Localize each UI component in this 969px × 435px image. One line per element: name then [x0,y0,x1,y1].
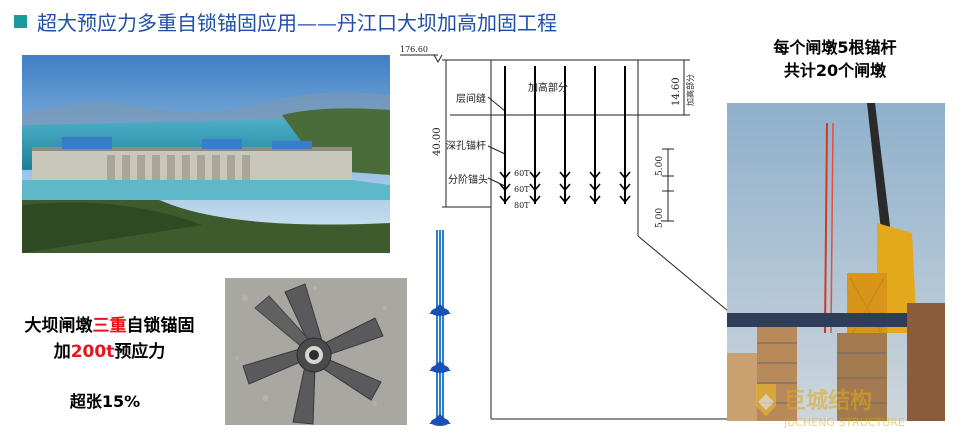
anchor-head-photo [225,278,407,425]
anchor-rod-model [429,230,451,426]
raised-section-label: 加高部分 [528,81,568,94]
raised-section-side-label: 加高部分 [685,74,695,106]
caption-emphasis: 三重 [92,316,127,336]
step-dimension-label-1: 5.00 [655,156,665,176]
prestress-line: 加200t预应力 [2,339,217,365]
step-dimension-label-2: 5.00 [655,208,665,228]
prestress-caption: 大坝闸墩三重自锁锚固 加200t预应力 [2,313,217,365]
caption-text: 加 [53,342,71,362]
caption-text: 预应力 [114,342,166,362]
tonnage-label-2: 60T [514,185,530,194]
title-row: 超大预应力多重自锁锚固应用——丹江口大坝加高加固工程 [14,6,557,36]
over-tension-text: 超张15% [69,392,141,411]
dam-photo [22,55,390,253]
pier-anchor-caption: 每个闸墩5根锚杆 共计20个闸墩 [730,36,940,82]
stepped-anchor-head-label: 分阶锚头 [448,173,488,186]
page-title: 超大预应力多重自锁锚固应用——丹江口大坝加高加固工程 [37,10,557,35]
triple-lock-line: 大坝闸墩三重自锁锚固 [2,313,217,339]
raised-height-dimension-label: 14.60 [671,77,682,106]
watermark-cn: 巨城结构 [784,388,872,414]
deep-anchor-label: 深孔锚杆 [446,140,486,152]
jucheng-watermark-logo: 巨城结构 JUCHENG STRUCTURE [756,384,905,429]
layer-joint-label: 层间缝 [456,92,486,105]
caption-emphasis: 200t [70,342,115,362]
caption-text: 自锁锚固 [126,316,195,336]
watermark-en: JUCHENG STRUCTURE [783,416,905,429]
pier-total-line: 共计20个闸墩 [783,61,887,80]
title-bullet-icon [14,14,27,28]
pier-anchor-count-line: 每个闸墩5根锚杆 [773,38,897,57]
tonnage-label-1: 60T [514,169,530,178]
anchor-section-diagram: 176.60 加高部分 层间缝 深孔锚杆 分阶锚头 60T 60T 80T 40… [400,45,728,420]
elevation-label: 176.60 [400,45,428,54]
crane-photo [727,103,945,421]
height-dimension-label: 40.00 [432,127,443,156]
tonnage-label-3: 80T [514,201,530,210]
caption-text: 大坝闸墩 [24,316,93,336]
